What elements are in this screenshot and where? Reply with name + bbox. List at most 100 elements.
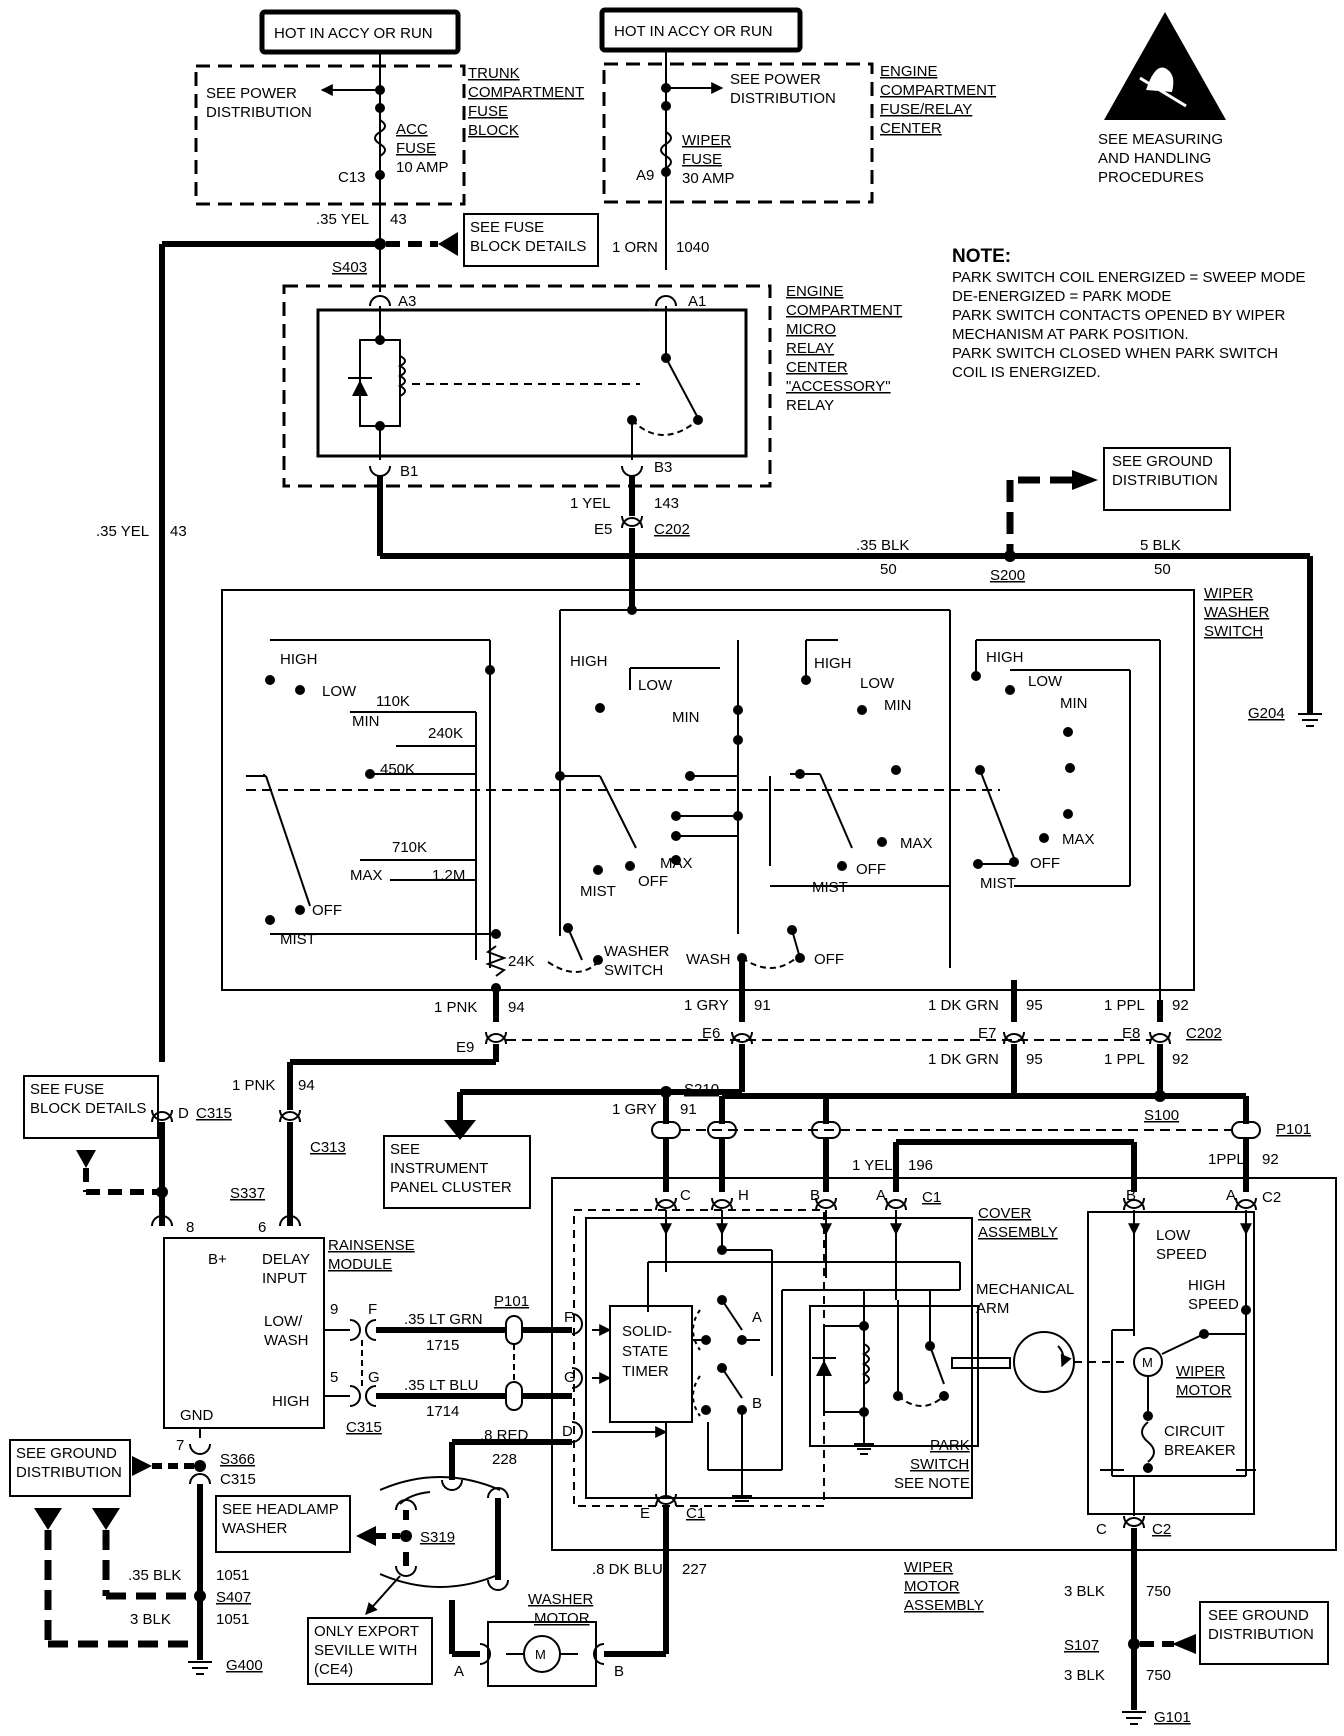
see-power-distribution-1: SEE POWER DISTRIBUTION — [206, 84, 380, 121]
svg-text:ENGINE: ENGINE — [786, 283, 844, 300]
hot-label-2: HOT IN ACCY OR RUN — [599, 7, 803, 53]
svg-text:PARK SWITCH CLOSED WHEN PARK S: PARK SWITCH CLOSED WHEN PARK SWITCH — [952, 345, 1278, 362]
park-switch-box — [809, 1305, 979, 1447]
washer-motor-label: WASHER MOTOR — [528, 1591, 593, 1627]
s366-label: S366 — [220, 1451, 255, 1468]
pin-a2: A — [1226, 1187, 1236, 1204]
e6-pin: E6 — [702, 1025, 720, 1042]
switch-section-1: HIGH LOW 110K MIN 240K 450K OFF 710K MAX… — [246, 639, 535, 993]
s100-label: S100 — [1144, 1107, 1179, 1124]
c313-label: C313 — [310, 1139, 346, 1156]
circuit-1040-label: 1040 — [676, 239, 709, 256]
pnk2-label: 1 PNK — [232, 1077, 275, 1094]
pin-h: H — [738, 1187, 749, 1204]
g204-label: G204 — [1248, 705, 1285, 722]
svg-text:WASHER: WASHER — [222, 1520, 287, 1537]
g204-ground-icon — [1298, 713, 1322, 727]
a1-pin: A1 — [688, 293, 706, 310]
svg-text:LOW: LOW — [638, 677, 673, 694]
c1-label: C1 — [922, 1189, 941, 1206]
svg-text:CENTER: CENTER — [880, 120, 942, 137]
c1051-label: 1051 — [216, 1567, 249, 1584]
svg-text:WASHER: WASHER — [528, 1591, 593, 1608]
svg-text:HIGH: HIGH — [570, 653, 608, 670]
micro-relay-label: ENGINE COMPARTMENT MICRO RELAY CENTER "A… — [786, 283, 902, 414]
g101-ground-icon — [1122, 1711, 1146, 1725]
a3-pin: A3 — [398, 293, 416, 310]
g101-label: G101 — [1154, 1709, 1191, 1726]
bplus-label: B+ — [208, 1251, 227, 1268]
svg-text:FUSE: FUSE — [396, 140, 436, 157]
c315-label: C315 — [196, 1105, 232, 1122]
w2-92-label: 92 — [1172, 1051, 1189, 1068]
svg-text:M: M — [535, 1647, 546, 1662]
svg-text:SEE GROUND: SEE GROUND — [1208, 1607, 1309, 1624]
svg-text:DISTRIBUTION: DISTRIBUTION — [206, 104, 312, 121]
svg-text:SEVILLE WITH: SEVILLE WITH — [314, 1642, 417, 1659]
p101-label: P101 — [1276, 1121, 1311, 1138]
svg-text:LOW: LOW — [1156, 1227, 1191, 1244]
svg-text:WASHER: WASHER — [604, 943, 669, 960]
pin8-label: 8 — [186, 1219, 194, 1236]
svg-text:TIMER: TIMER — [622, 1363, 669, 1380]
connector-p101-row — [651, 1121, 1261, 1139]
svg-text:110K: 110K — [376, 693, 410, 710]
svg-text:710K: 710K — [392, 839, 427, 856]
svg-text:MIN: MIN — [1060, 695, 1088, 712]
ppl92-label: 1PPL — [1208, 1151, 1245, 1168]
svg-text:INPUT: INPUT — [262, 1270, 307, 1287]
only-export-note: ONLY EXPORT SEVILLE WITH (CE4) — [307, 1617, 433, 1685]
svg-text:MOTOR: MOTOR — [904, 1578, 960, 1595]
svg-text:COMPARTMENT: COMPARTMENT — [786, 302, 902, 319]
svg-text:SEE POWER: SEE POWER — [730, 71, 821, 88]
svg-text:RAINSENSE: RAINSENSE — [328, 1237, 415, 1254]
svg-text:OFF: OFF — [814, 951, 844, 968]
c13-label: C13 — [338, 169, 366, 186]
svg-text:HOT IN ACCY OR RUN: HOT IN ACCY OR RUN — [614, 23, 773, 40]
svg-text:AND HANDLING: AND HANDLING — [1098, 150, 1211, 167]
switch-section-2: HIGH LOW MIN MAX OFF MIST WASHER SWITCH — [547, 640, 743, 979]
svg-text:ONLY EXPORT: ONLY EXPORT — [314, 1623, 419, 1640]
svg-text:HIGH: HIGH — [814, 655, 852, 672]
svg-text:30 AMP: 30 AMP — [682, 170, 735, 187]
pin6-label: 6 — [258, 1219, 266, 1236]
pin7-label: 7 — [176, 1437, 184, 1454]
svg-text:BLOCK DETAILS: BLOCK DETAILS — [470, 238, 586, 255]
svg-text:WIPER: WIPER — [904, 1559, 953, 1576]
pin-d-label: D — [178, 1105, 189, 1122]
svg-text:450K: 450K — [380, 761, 415, 778]
svg-text:MAX: MAX — [350, 867, 383, 884]
timer-relay-b: B — [692, 1363, 762, 1470]
c315c-label: C315 — [220, 1471, 256, 1488]
svg-text:SOLID-: SOLID- — [622, 1323, 672, 1340]
c315b-label: C315 — [346, 1419, 382, 1436]
svg-text:MIST: MIST — [580, 883, 616, 900]
mechanical-arm-label: MECHANICAL ARM — [976, 1281, 1074, 1317]
svg-text:RELAY: RELAY — [786, 340, 834, 357]
pin-e: E — [640, 1505, 650, 1522]
circuit-breaker-label: CIRCUIT BREAKER — [1164, 1423, 1236, 1459]
svg-text:MIN: MIN — [884, 697, 912, 714]
svg-text:LOW/: LOW/ — [264, 1313, 303, 1330]
esd-text: SEE MEASURING AND HANDLING PROCEDURES — [1098, 131, 1223, 186]
accessory-relay — [316, 308, 748, 458]
hot-label-1: HOT IN ACCY OR RUN — [259, 9, 461, 55]
b1-pin: B1 — [400, 463, 418, 480]
wiper-motor-label: WIPER MOTOR — [1176, 1363, 1232, 1399]
ltblu-label: .35 LT BLU — [404, 1377, 479, 1394]
high-speed-label: HIGH SPEED — [1188, 1277, 1239, 1313]
svg-text:TRUNK: TRUNK — [468, 65, 520, 82]
svg-text:WASHER: WASHER — [1204, 604, 1269, 621]
c1pnk-label: 1 PNK — [434, 999, 477, 1016]
circuit-43-label: 43 — [390, 211, 407, 228]
w2-ppl-label: 1 PPL — [1104, 1051, 1145, 1068]
svg-text:LOW: LOW — [1028, 673, 1063, 690]
svg-text:SEE POWER: SEE POWER — [206, 85, 297, 102]
blk3b-label: 3 BLK — [1064, 1583, 1105, 1600]
gnd-label: GND — [180, 1407, 214, 1424]
left-43-label: 43 — [170, 523, 187, 540]
svg-text:SEE GROUND: SEE GROUND — [16, 1445, 117, 1462]
svg-text:HIGH: HIGH — [986, 649, 1024, 666]
c92-label: 92 — [1172, 997, 1189, 1014]
wiper-motor-symbol: M — [1133, 1305, 1251, 1377]
